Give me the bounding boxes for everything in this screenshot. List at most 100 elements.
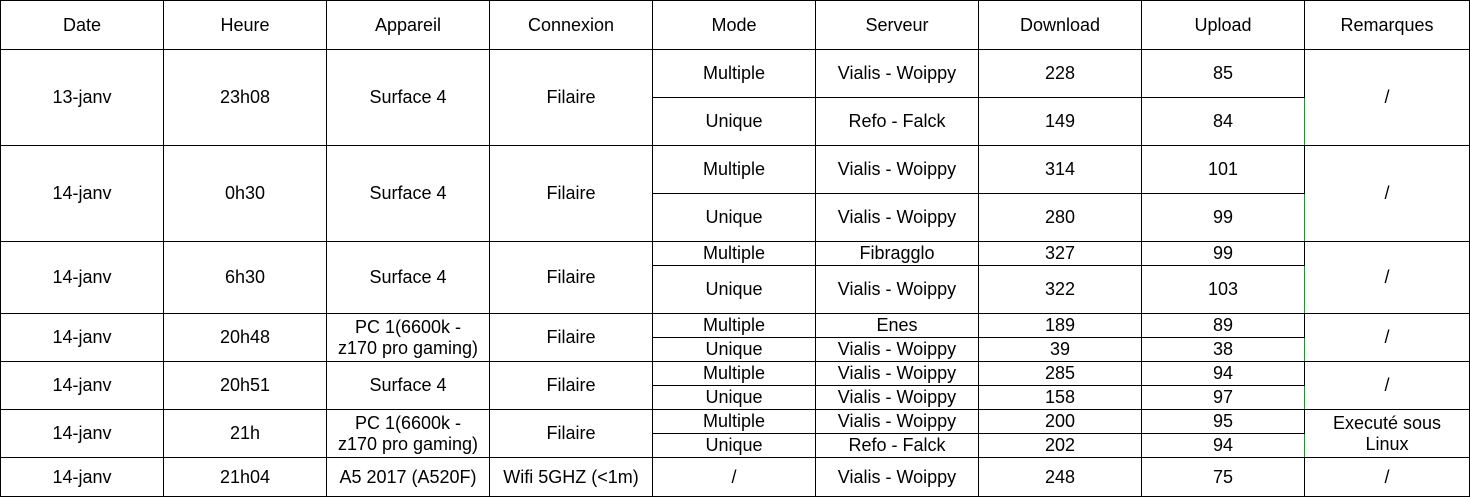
heure-cell: 20h51: [163, 361, 327, 410]
upload-cell: 95: [1141, 409, 1305, 434]
remarques-cell: Executé sous Linux: [1304, 409, 1470, 458]
table-row: Unique Refo - Falck 202 94: [1, 433, 1470, 458]
col-header-connexion: Connexion: [489, 0, 653, 50]
appareil-cell: Surface 4: [326, 241, 490, 314]
remarques-cell: /: [1304, 361, 1470, 410]
mode-cell: Unique: [652, 193, 816, 242]
mode-cell: Multiple: [652, 49, 816, 98]
heure-cell: 23h08: [163, 49, 327, 146]
mode-cell: Unique: [652, 97, 816, 146]
appareil-cell: Surface 4: [326, 361, 490, 410]
serveur-cell: Vialis - Woippy: [815, 385, 979, 410]
connexion-cell: Filaire: [489, 49, 653, 146]
connexion-cell: Filaire: [489, 409, 653, 458]
appareil-cell: PC 1(6600k - z170 pro gaming): [326, 409, 490, 458]
date-cell: 13-janv: [0, 49, 164, 146]
mode-cell: Unique: [652, 337, 816, 362]
serveur-cell: Fibragglo: [815, 241, 979, 266]
download-cell: 322: [978, 265, 1142, 314]
serveur-cell: Vialis - Woippy: [815, 49, 979, 98]
upload-cell: 103: [1141, 265, 1305, 314]
serveur-cell: Vialis - Woippy: [815, 361, 979, 386]
table-row: Unique Vialis - Woippy 39 38: [1, 337, 1470, 362]
table-row: 14-janv 21h04 A5 2017 (A520F) Wifi 5GHZ …: [0, 457, 1470, 497]
mode-cell: Multiple: [652, 241, 816, 266]
mode-cell: Multiple: [652, 313, 816, 338]
mode-cell: Unique: [652, 385, 816, 410]
serveur-cell: Vialis - Woippy: [815, 265, 979, 314]
upload-cell: 99: [1141, 193, 1305, 242]
mode-cell: Multiple: [652, 145, 816, 194]
table-row: 14-janv 6h30 Surface 4 Filaire Multiple …: [0, 241, 1470, 314]
header-row: Date Heure Appareil Connexion Mode Serve…: [0, 0, 1470, 50]
upload-cell: 97: [1141, 385, 1305, 410]
download-cell: 149: [978, 97, 1142, 146]
serveur-cell: Vialis - Woippy: [815, 457, 979, 497]
col-header-heure: Heure: [163, 0, 327, 50]
connexion-cell: Filaire: [489, 241, 653, 314]
download-cell: 228: [978, 49, 1142, 98]
heure-cell: 6h30: [163, 241, 327, 314]
upload-cell: 85: [1141, 49, 1305, 98]
download-cell: 158: [978, 385, 1142, 410]
serveur-cell: Vialis - Woippy: [815, 193, 979, 242]
mode-cell: /: [652, 457, 816, 497]
heure-cell: 21h: [163, 409, 327, 458]
mode-cell: Multiple: [652, 409, 816, 434]
col-header-mode: Mode: [652, 0, 816, 50]
download-cell: 280: [978, 193, 1142, 242]
table-row: 13-janv 23h08 Surface 4 Filaire Multiple…: [0, 49, 1470, 146]
download-cell: 327: [978, 241, 1142, 266]
date-cell: 14-janv: [0, 145, 164, 242]
appareil-cell: PC 1(6600k - z170 pro gaming): [326, 313, 490, 362]
download-cell: 314: [978, 145, 1142, 194]
mode-cell: Multiple: [652, 361, 816, 386]
serveur-cell: Vialis - Woippy: [815, 409, 979, 434]
table-row: 14-janv 20h48 PC 1(6600k - z170 pro gami…: [0, 313, 1470, 362]
appareil-cell: Surface 4: [326, 145, 490, 242]
col-header-download: Download: [978, 0, 1142, 50]
serveur-cell: Vialis - Woippy: [815, 145, 979, 194]
download-cell: 189: [978, 313, 1142, 338]
upload-cell: 89: [1141, 313, 1305, 338]
download-cell: 202: [978, 433, 1142, 458]
download-cell: 248: [978, 457, 1142, 497]
date-cell: 14-janv: [0, 241, 164, 314]
serveur-cell: Refo - Falck: [815, 433, 979, 458]
date-cell: 14-janv: [0, 457, 164, 497]
remarques-cell: /: [1304, 241, 1470, 314]
upload-cell: 38: [1141, 337, 1305, 362]
upload-cell: 101: [1141, 145, 1305, 194]
connexion-cell: Filaire: [489, 361, 653, 410]
download-cell: 200: [978, 409, 1142, 434]
connexion-cell: Filaire: [489, 145, 653, 242]
connexion-cell: Filaire: [489, 313, 653, 362]
remarques-cell: /: [1304, 457, 1470, 497]
serveur-cell: Vialis - Woippy: [815, 337, 979, 362]
table-row: Unique Vialis - Woippy 322 103: [1, 265, 1470, 314]
table-row: 14-janv 20h51 Surface 4 Filaire Multiple…: [0, 361, 1470, 410]
col-header-upload: Upload: [1141, 0, 1305, 50]
date-cell: 14-janv: [0, 361, 164, 410]
remarques-cell: /: [1304, 145, 1470, 242]
appareil-cell: Surface 4: [326, 49, 490, 146]
upload-cell: 94: [1141, 433, 1305, 458]
connexion-cell: Wifi 5GHZ (<1m): [489, 457, 653, 497]
upload-cell: 94: [1141, 361, 1305, 386]
mode-cell: Unique: [652, 265, 816, 314]
col-header-serveur: Serveur: [815, 0, 979, 50]
col-header-date: Date: [0, 0, 164, 50]
upload-cell: 84: [1141, 97, 1305, 146]
upload-cell: 99: [1141, 241, 1305, 266]
remarques-cell: /: [1304, 49, 1470, 146]
serveur-cell: Enes: [815, 313, 979, 338]
date-cell: 14-janv: [0, 313, 164, 362]
col-header-remarques: Remarques: [1304, 0, 1470, 50]
remarques-cell: /: [1304, 313, 1470, 362]
table-row: 14-janv 21h PC 1(6600k - z170 pro gaming…: [0, 409, 1470, 458]
date-cell: 14-janv: [0, 409, 164, 458]
upload-cell: 75: [1141, 457, 1305, 497]
table-row: Unique Refo - Falck 149 84: [1, 97, 1470, 146]
mode-cell: Unique: [652, 433, 816, 458]
